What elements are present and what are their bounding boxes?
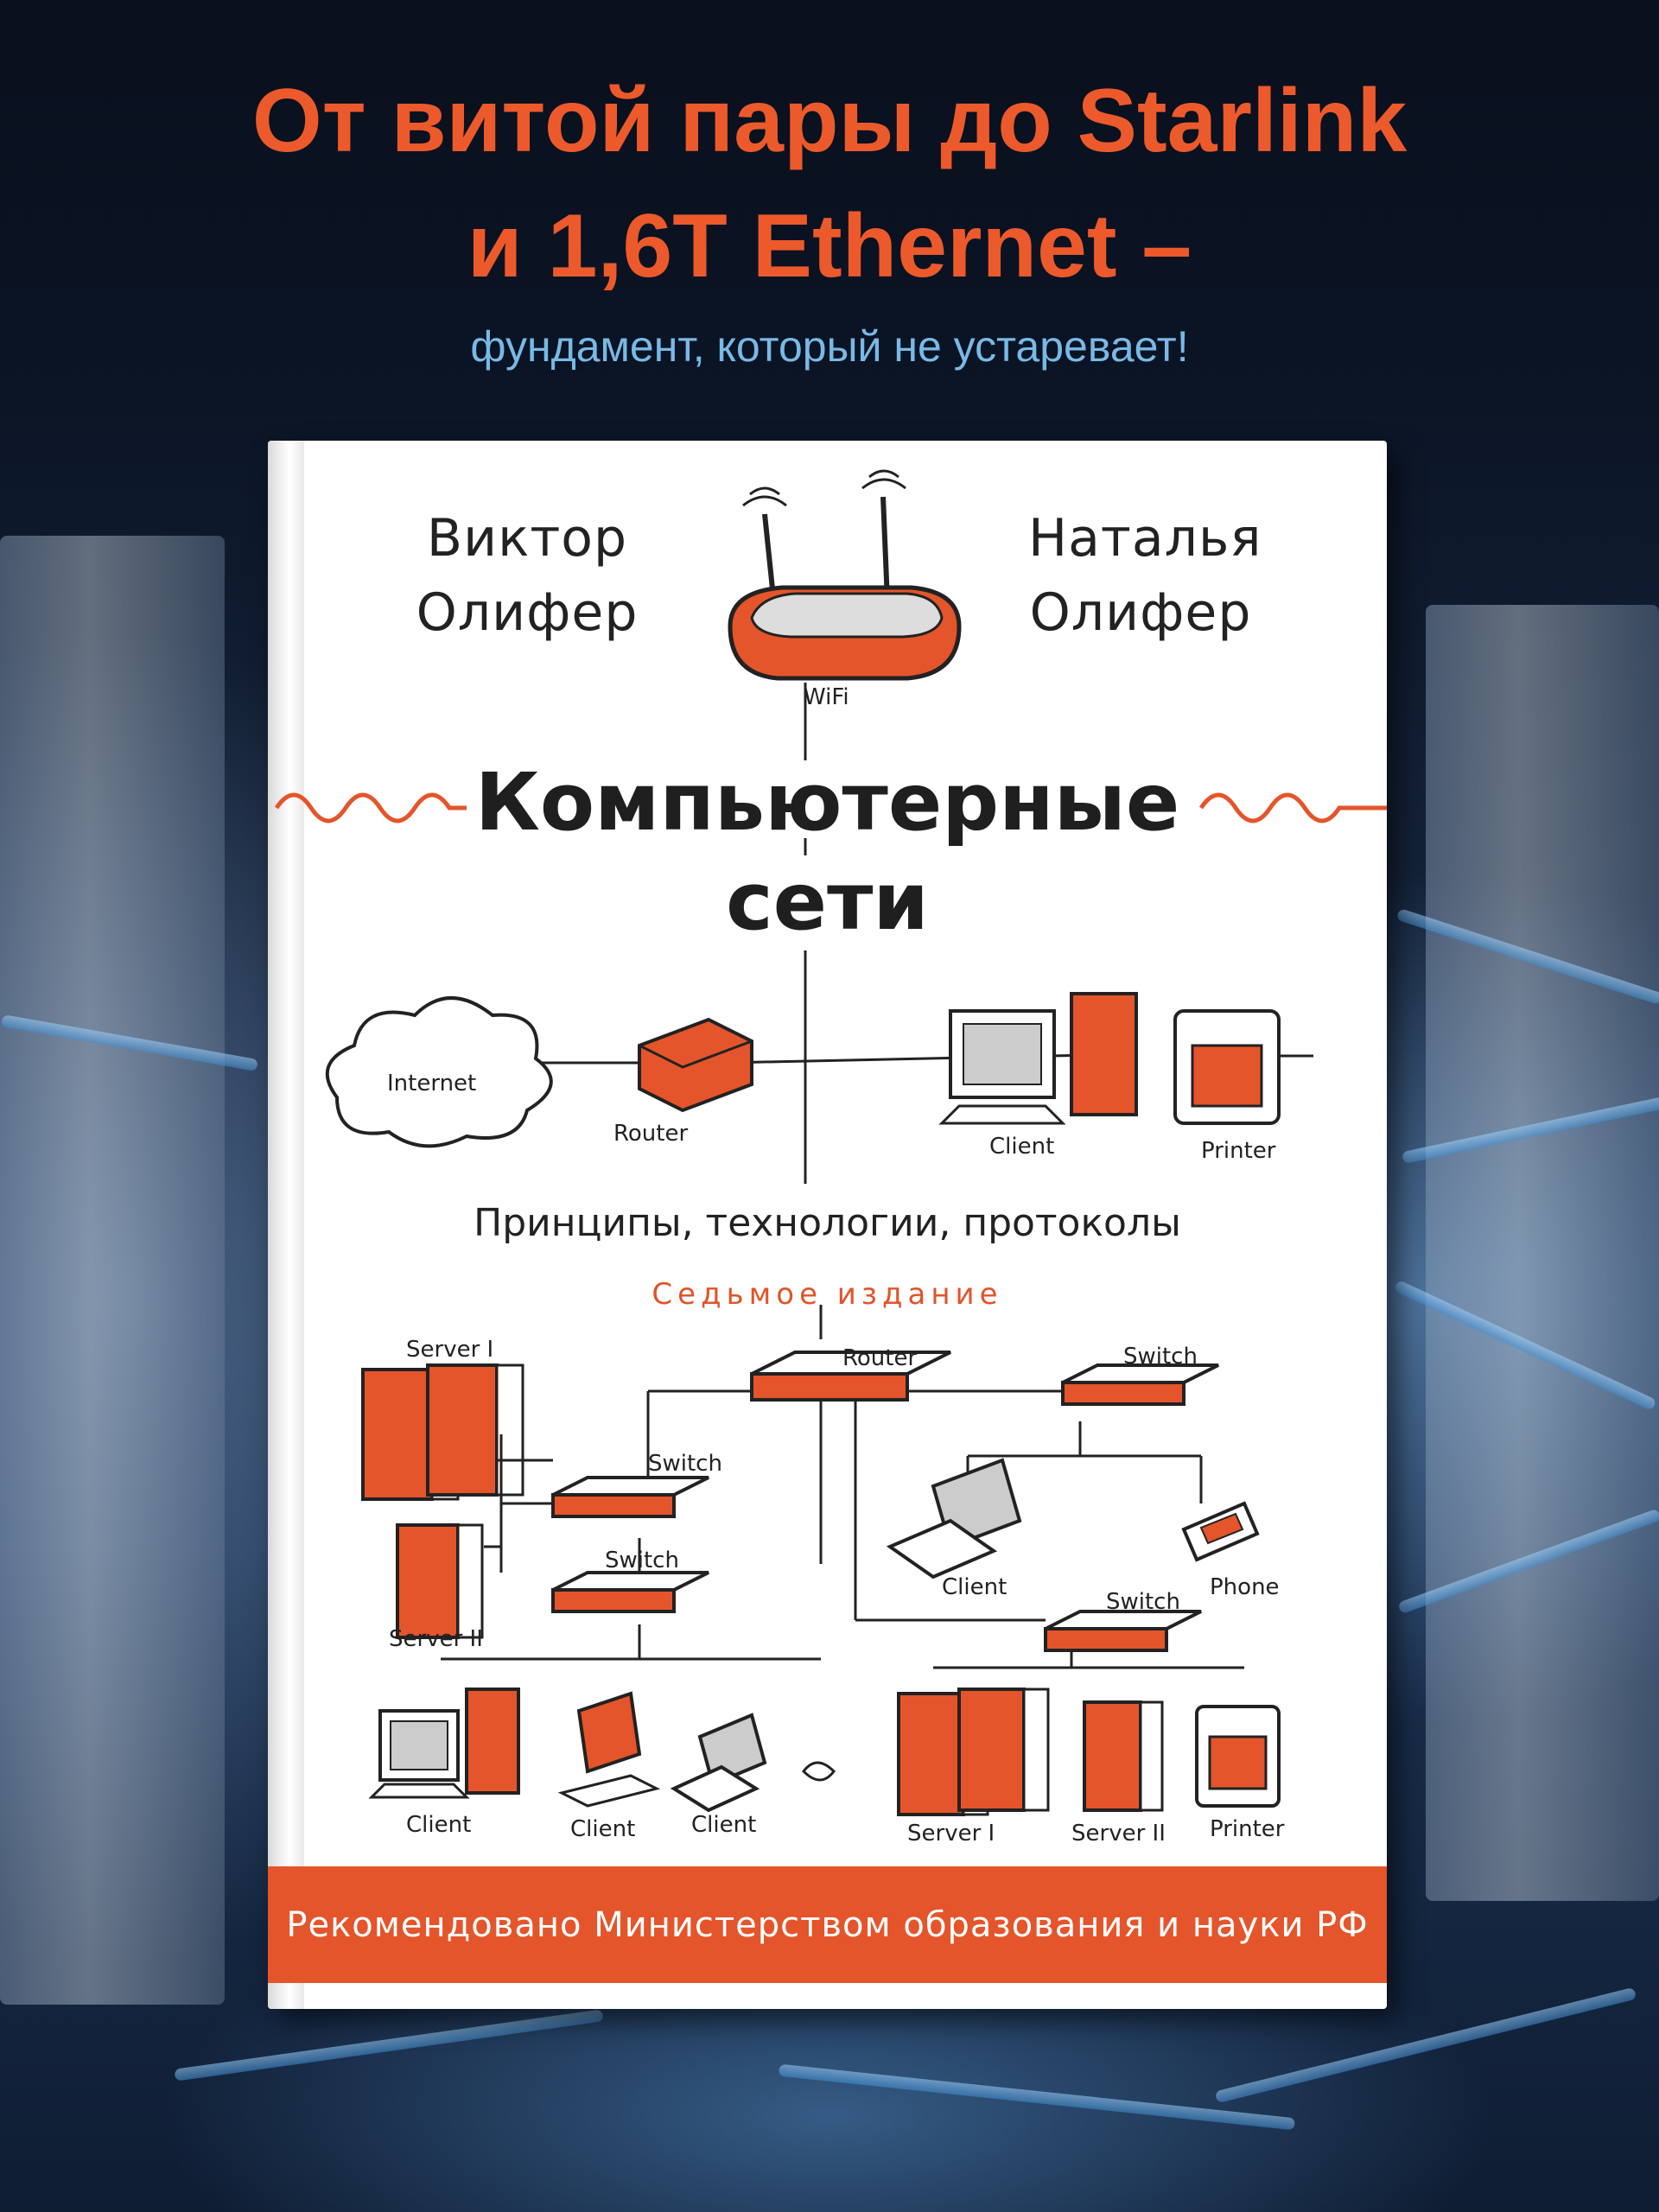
router-icon — [750, 1351, 951, 1402]
book-title-line2: сети — [726, 855, 929, 948]
server-icon — [361, 1363, 524, 1501]
client-b3-label: Client — [691, 1812, 756, 1838]
laptop-icon — [670, 1713, 767, 1813]
client-top-label: Client — [989, 1134, 1054, 1160]
printer-icon — [1195, 1705, 1281, 1808]
desktop-client-icon — [368, 1688, 520, 1799]
server-rack-right — [1426, 605, 1659, 1901]
book-spine — [268, 441, 304, 2009]
phone-icon — [1181, 1501, 1260, 1562]
author-right: Наталья Олифер — [1028, 501, 1262, 650]
promo-headline-line2: и 1,6T Ethernet – — [467, 196, 1192, 296]
author-left-first: Виктор — [426, 508, 628, 569]
router-icon — [638, 1017, 753, 1113]
recommendation-banner: Рекомендовано Министерством образования … — [268, 1866, 1387, 1983]
cloud-icon — [325, 996, 553, 1148]
server-icon — [396, 1523, 484, 1639]
recommendation-text: Рекомендовано Министерством образования … — [286, 1904, 1369, 1945]
internet-label: Internet — [387, 1071, 476, 1096]
author-right-first: Наталья — [1028, 508, 1262, 569]
server-icon — [897, 1688, 1050, 1816]
switch-icon — [551, 1571, 709, 1613]
switch-left1-label: Switch — [648, 1451, 722, 1477]
publisher-logo-icon — [802, 1761, 836, 1782]
switch-right-label: Switch — [1123, 1344, 1198, 1370]
phone-label: Phone — [1210, 1574, 1280, 1600]
laptop-icon — [886, 1458, 1022, 1580]
network-illustration: WiFi Internet Router Client — [274, 469, 1387, 1847]
book-cover: WiFi Internet Router Client — [268, 441, 1387, 2009]
server2-left-label: Server II — [389, 1626, 483, 1652]
author-right-last: Олифер — [1029, 582, 1252, 643]
client-laptop-label: Client — [942, 1574, 1007, 1600]
promo-tagline: фундамент, который не устаревает! — [470, 322, 1189, 371]
desktop-client-icon — [938, 992, 1138, 1125]
author-left: Виктор Олифер — [415, 501, 639, 650]
printer-icon — [1173, 1009, 1281, 1125]
switch-icon — [1061, 1363, 1219, 1406]
decorative-curl — [274, 792, 1387, 823]
author-left-last: Олифер — [416, 582, 639, 643]
cable — [174, 2009, 604, 2082]
printer-bottom-label: Printer — [1210, 1816, 1285, 1842]
server2-bottom-label: Server II — [1071, 1821, 1166, 1847]
printer-top-label: Printer — [1201, 1138, 1276, 1164]
switch-left2-label: Switch — [605, 1548, 679, 1573]
book-edition: Седьмое издание — [652, 1277, 1003, 1312]
switch-bottom-label: Switch — [1106, 1589, 1180, 1615]
wifi-router-icon — [728, 469, 962, 681]
client-b2-label: Client — [570, 1816, 635, 1842]
router-top-label: Router — [613, 1121, 688, 1147]
book-subtitle: Принципы, технологии, протоколы — [474, 1201, 1181, 1245]
server-icon — [1083, 1700, 1164, 1812]
switch-icon — [1044, 1610, 1202, 1652]
server-rack-left — [0, 536, 225, 2005]
switch-icon — [551, 1476, 709, 1518]
router-mid-label: Router — [842, 1345, 917, 1371]
desktop-client-icon — [557, 1691, 661, 1808]
server1-left-label: Server I — [406, 1337, 493, 1363]
server1-bottom-label: Server I — [907, 1821, 995, 1847]
promo-headline-line1: От витой пары до Starlink — [251, 71, 1408, 171]
book-title-line1: Компьютерные — [474, 756, 1180, 849]
wifi-label: WiFi — [804, 684, 849, 710]
client-b1-label: Client — [406, 1812, 471, 1838]
